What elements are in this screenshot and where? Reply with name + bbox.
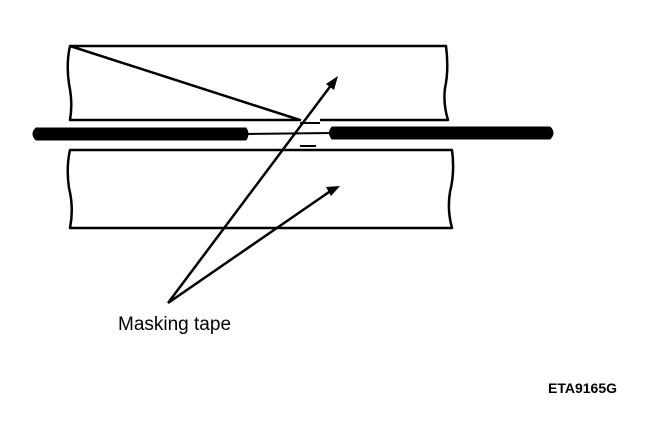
arrowhead-lower xyxy=(326,186,340,196)
trim-strip-right xyxy=(329,126,554,140)
upper-panel xyxy=(66,44,450,122)
figure-code: ETA9165G xyxy=(548,380,617,396)
trim-strip-left xyxy=(32,127,249,141)
arrowhead-upper xyxy=(326,76,338,90)
arrow-line-lower xyxy=(167,188,333,305)
lower-panel xyxy=(66,148,455,230)
arrow-line-upper xyxy=(166,83,334,304)
masking-tape-label: Masking tape xyxy=(118,314,232,335)
gap-line xyxy=(245,132,333,135)
